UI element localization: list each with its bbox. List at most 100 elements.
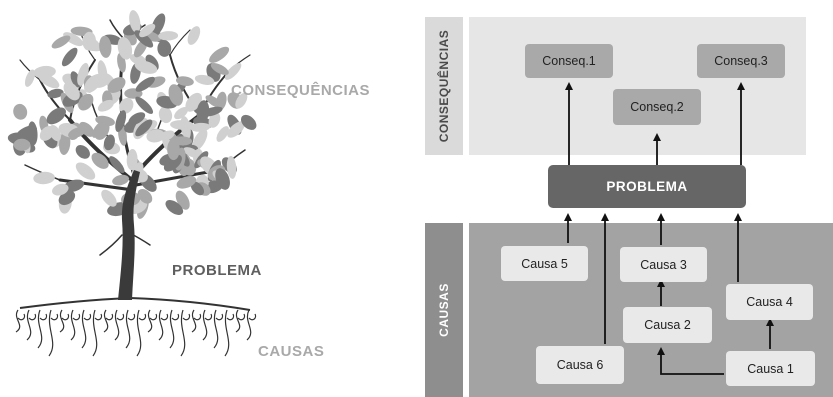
tree-leaf [119, 97, 134, 114]
causas-band: CAUSAS [425, 223, 463, 397]
conseq-box-3: Conseq.3 [697, 44, 785, 78]
tree-problema-label: PROBLEMA [172, 262, 262, 279]
tree-leaf [158, 106, 173, 124]
tree-leaf [63, 82, 80, 101]
tree-leaf [99, 35, 112, 58]
tree-root [180, 309, 191, 357]
tree-root [125, 309, 136, 349]
causa-label-4: Causa 4 [746, 295, 793, 309]
tree-leaf [210, 63, 229, 75]
consequencias-band: CONSEQUÊNCIAS [425, 17, 463, 155]
tree-leaf [215, 168, 230, 190]
tree-leaf [209, 46, 230, 63]
tree-leaf [168, 84, 184, 106]
tree-leaf [151, 13, 166, 36]
tree-leaf [75, 145, 90, 159]
causa-label-2: Causa 2 [644, 318, 691, 332]
tree-leaf [47, 88, 64, 99]
tree-branch [39, 79, 71, 121]
tree-leaf [216, 126, 229, 142]
tree-root [59, 309, 70, 333]
tree-leaf [97, 99, 114, 112]
tree-leaf [52, 183, 69, 196]
causa-box-6: Causa 6 [536, 346, 624, 384]
tree-branch [99, 234, 123, 256]
tree-leaf [115, 110, 127, 132]
tree-branch [69, 59, 96, 121]
tree-leaf [126, 149, 138, 171]
tree-leaf [134, 30, 154, 48]
tree-leaf [167, 138, 180, 161]
tree-leaf [158, 130, 175, 141]
tree-root [169, 309, 180, 349]
tree-branch [169, 29, 191, 56]
tree-root [70, 309, 81, 341]
tree-leaf [107, 77, 126, 93]
tree-root [202, 309, 213, 341]
tree-root [15, 309, 26, 333]
tree-leaf [117, 36, 133, 60]
tree-root [246, 309, 257, 341]
tree-leaf [46, 107, 66, 125]
tree-leaf [208, 112, 221, 128]
conseq-box-1: Conseq.1 [525, 44, 613, 78]
tree-root-line [19, 296, 251, 311]
tree-leaf [180, 116, 191, 140]
tree-leaf [51, 35, 71, 49]
tree-leaf [39, 125, 55, 141]
tree-leaf [158, 31, 179, 41]
tree-root [48, 309, 59, 357]
problema-label: PROBLEMA [606, 179, 688, 194]
tree-leaf [139, 23, 156, 38]
tree-leaf [157, 40, 172, 57]
tree-leaf [103, 134, 115, 151]
tree-leaf [101, 189, 117, 207]
tree-leaf [192, 129, 208, 151]
tree-root [224, 309, 235, 357]
tree-leaf [61, 47, 78, 67]
tree-root [37, 309, 48, 349]
tree-leaf [200, 106, 223, 117]
tree-leaf [129, 53, 147, 65]
tree-illustration [7, 10, 257, 357]
tree-leaf [13, 103, 28, 120]
tree-leaf [109, 156, 125, 174]
causa-box-1: Causa 1 [726, 351, 815, 386]
tree-leaf [82, 31, 96, 51]
tree-root [103, 309, 114, 333]
tree-root [81, 309, 92, 349]
tree-leaf [137, 188, 153, 204]
tree-leaf [175, 76, 194, 86]
tree-leaf [190, 122, 211, 132]
tree-causas-label: CAUSAS [258, 343, 325, 360]
tree-branch [19, 59, 41, 81]
tree-root [191, 309, 202, 333]
tree-leaf [240, 114, 257, 130]
tree-leaf [75, 162, 96, 180]
causas-band-label: CAUSAS [437, 283, 451, 337]
causa-label-1: Causa 1 [747, 361, 794, 376]
causa-label-6: Causa 6 [556, 358, 604, 372]
tree-leaf [227, 121, 245, 138]
causa-label-3: Causa 3 [640, 257, 687, 272]
tree-leaf [68, 126, 87, 139]
conseq-label-3: Conseq.3 [714, 54, 768, 68]
causa-box-2: Causa 2 [623, 307, 712, 343]
tree-leaves [7, 10, 257, 219]
tree-leaf [33, 65, 56, 79]
tree-leaf [224, 62, 242, 80]
tree-branch [58, 178, 135, 192]
tree-leaf [91, 152, 109, 169]
causa-box-4: Causa 4 [726, 284, 813, 320]
tree-consequencias-label: CONSEQUÊNCIAS [231, 82, 371, 99]
tree-leaf [165, 200, 184, 215]
tree-leaf [190, 181, 205, 196]
tree-leaf [226, 155, 237, 179]
tree-root [213, 309, 224, 349]
tree-leaf [187, 26, 201, 45]
tree-leaf [216, 91, 227, 111]
tree-root [235, 309, 246, 333]
tree-leaf [112, 174, 130, 186]
consequencias-panel [469, 17, 806, 155]
causa-box-5: Causa 5 [501, 246, 588, 281]
